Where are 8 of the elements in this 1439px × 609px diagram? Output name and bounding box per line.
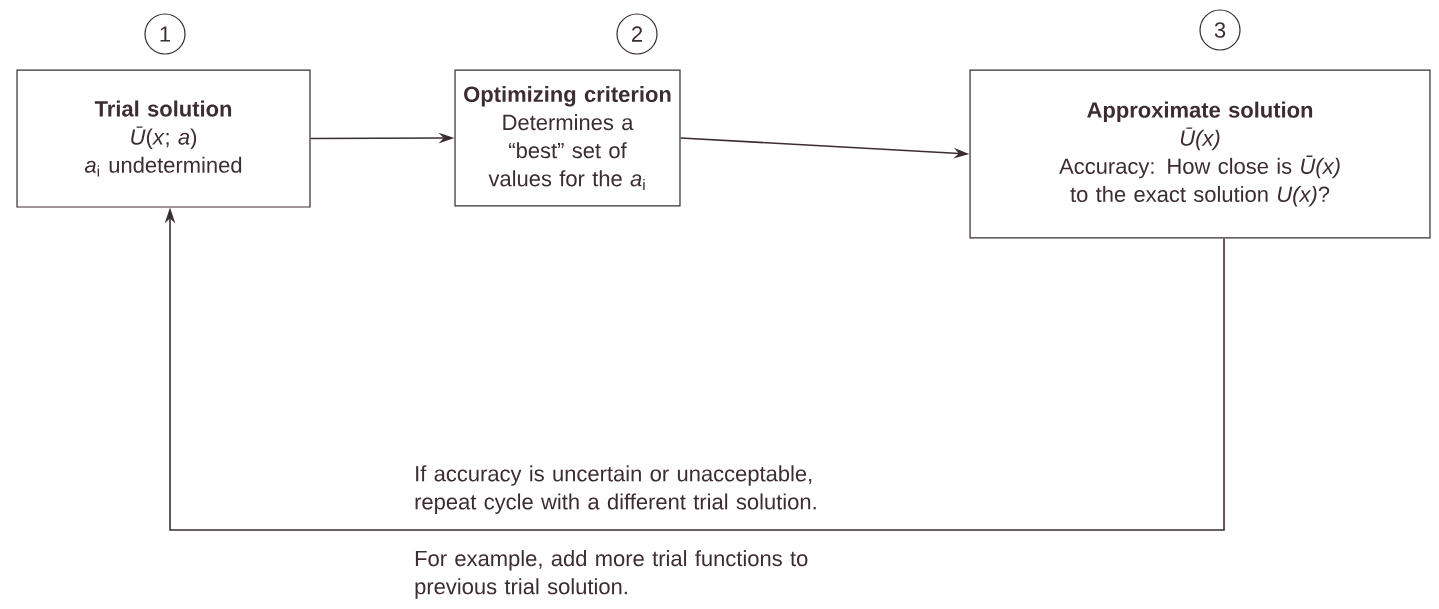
callout-number: 1 — [144, 13, 186, 55]
callout-number: 3 — [1199, 9, 1241, 51]
note: For example, add more trial functions to previous trial solution. — [415, 550, 808, 599]
callout-number: 2 — [616, 13, 658, 55]
process-box: Approximate solution Ū(x) Accuracy: How close is Ū(x) to the exact solution U(x)? — [969, 69, 1431, 239]
process-box: Trial solution Ū(x; a) a$_{i}$ undetermined — [16, 69, 311, 208]
process-box: Optimizing criterion Determines a “best” set of values for the a$_{i}$ — [454, 69, 681, 207]
edge-label: If accuracy is uncertain or unacceptable, repeat cycle with a different trial solution. — [415, 465, 816, 514]
